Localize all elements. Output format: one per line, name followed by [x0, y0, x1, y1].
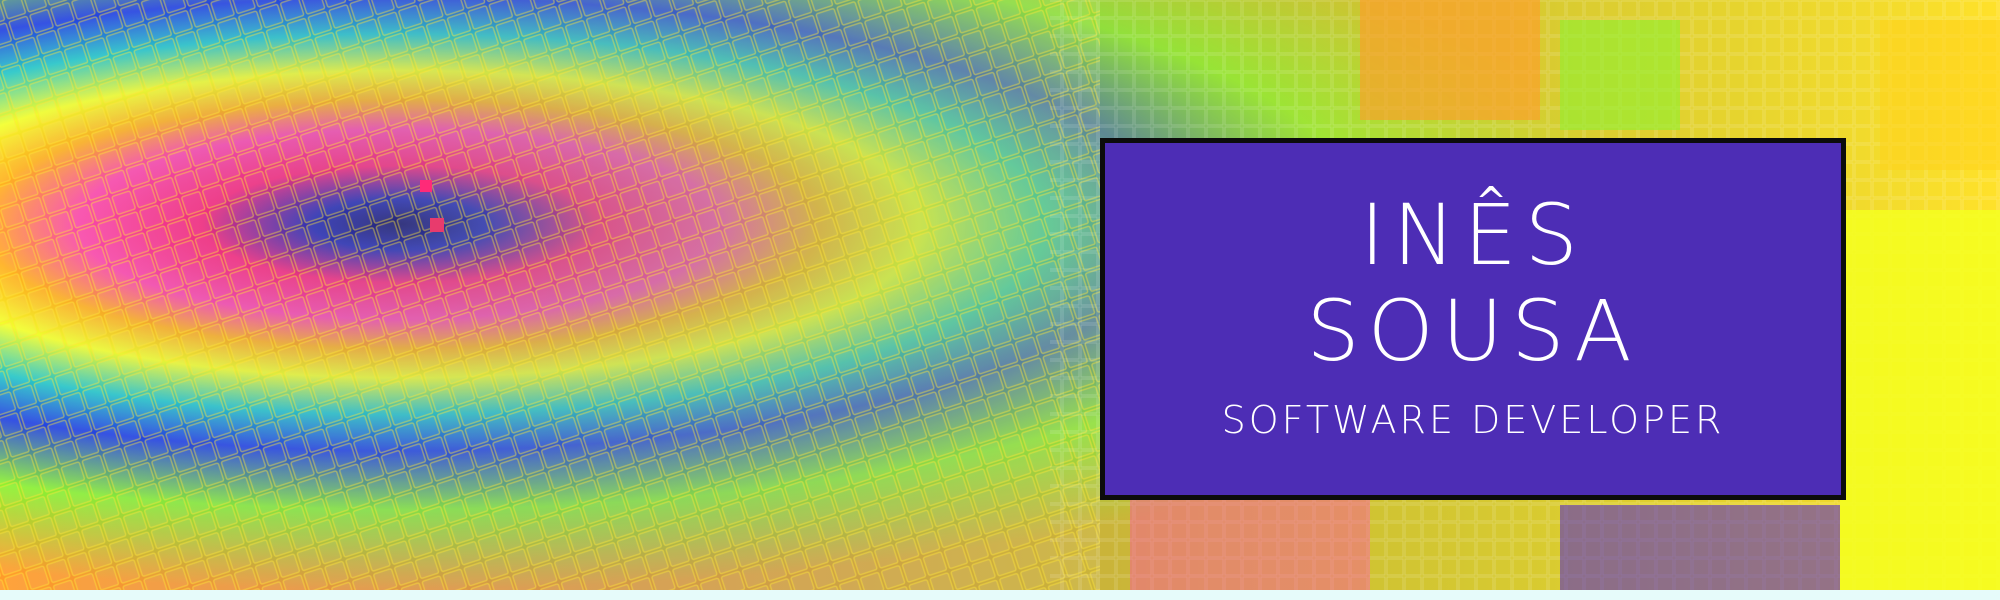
- job-title: SOFTWARE DEVELOPER: [1221, 398, 1725, 442]
- name-card: INÊS SOUSA SOFTWARE DEVELOPER: [1100, 138, 1846, 500]
- bottom-strip: [0, 590, 2000, 600]
- last-name: SOUSA: [1306, 282, 1640, 380]
- first-name: INÊS: [1359, 186, 1586, 284]
- accent-blocks: [420, 0, 2000, 590]
